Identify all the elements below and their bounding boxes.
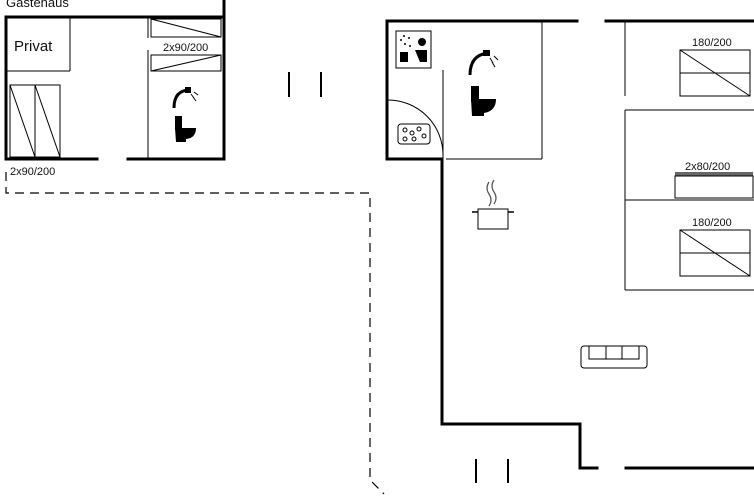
main-walls <box>385 19 754 470</box>
door-swing <box>387 99 444 156</box>
bunk-bed-icon <box>9 84 61 158</box>
toilet-icon <box>471 86 496 116</box>
guesthouse: Gästehaus Privat 2x90/200 2x90/200 <box>4 0 226 178</box>
bunk-bed-icon <box>674 172 754 199</box>
bunk-mid-label: 2x80/200 <box>685 161 730 173</box>
private-room-label: Privat <box>14 38 53 55</box>
guesthouse-label: Gästehaus <box>6 0 69 10</box>
guesthouse-partitions <box>6 17 149 159</box>
bunk-bed-icon <box>150 18 222 72</box>
shower-icon <box>172 87 199 109</box>
shower-icon <box>468 50 499 76</box>
sauna-icon <box>395 30 432 69</box>
sofa-icon <box>580 345 648 369</box>
door-openings <box>288 72 509 483</box>
main-partitions <box>442 21 754 291</box>
bunk-top-label: 2x90/200 <box>163 42 208 54</box>
double-bed-icon <box>679 229 751 277</box>
double-bed-icon <box>679 49 751 97</box>
toilet-icon <box>175 116 196 142</box>
bed-top-label: 180/200 <box>692 37 732 49</box>
main-house: 180/200 2x80/200 180/200 <box>385 19 754 470</box>
cooking-pot-icon <box>472 179 514 230</box>
bunk-left-label: 2x90/200 <box>10 166 55 178</box>
whirlpool-icon <box>397 123 431 145</box>
terrace-outline <box>5 172 385 495</box>
bed-mid-label: 180/200 <box>692 217 732 229</box>
guesthouse-walls <box>4 0 226 161</box>
